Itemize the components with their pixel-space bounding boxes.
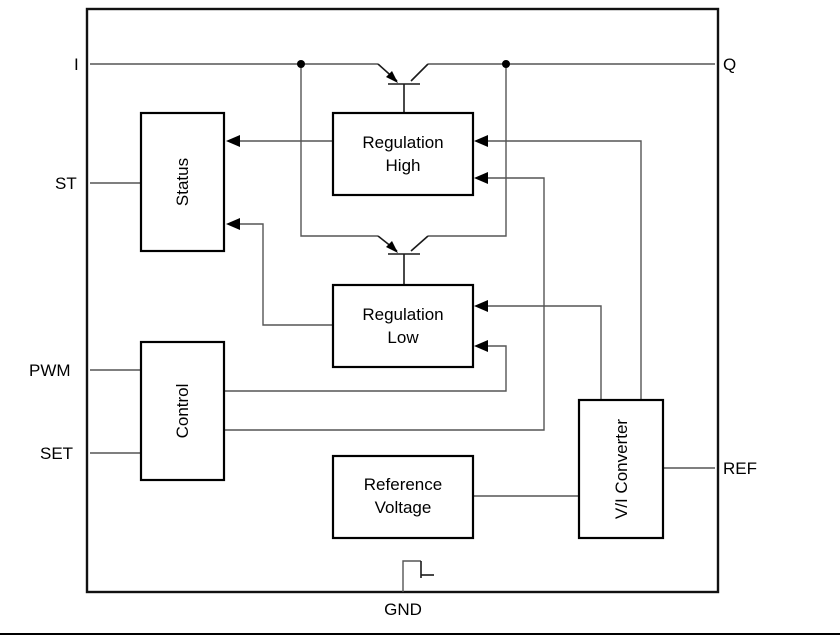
pin-i-label: I — [74, 55, 79, 74]
reference-voltage-label-line1: Reference — [364, 475, 442, 494]
vi-converter-block: V/I Converter — [577, 398, 665, 540]
regulation-low-block: Regulation Low — [331, 283, 475, 369]
control-label: Control — [173, 384, 192, 439]
regulation-high-block: Regulation High — [331, 111, 475, 197]
wires — [90, 63, 715, 592]
regulation-high-label-line1: Regulation — [362, 133, 443, 152]
pin-q-label: Q — [723, 55, 736, 74]
pin-st-label: ST — [55, 174, 77, 193]
regulation-high-label-line2: High — [386, 156, 421, 175]
junction-dot — [502, 60, 510, 68]
reference-voltage-label-line2: Voltage — [375, 498, 432, 517]
status-block: Status — [139, 111, 226, 253]
status-label: Status — [173, 158, 192, 206]
junction-dot — [297, 60, 305, 68]
transistor-low — [377, 235, 429, 255]
vi-converter-label: V/I Converter — [612, 419, 631, 519]
pin-ref-label: REF — [723, 459, 757, 478]
reference-voltage-block: Reference Voltage — [331, 454, 475, 540]
pin-gnd-label: GND — [384, 600, 422, 619]
control-block: Control — [139, 340, 226, 482]
regulation-low-label-line2: Low — [387, 328, 419, 347]
transistor-high — [377, 63, 429, 85]
pin-set-label: SET — [40, 444, 73, 463]
pin-pwm-label: PWM — [29, 361, 71, 380]
arrowheads — [226, 135, 488, 352]
regulation-low-label-line1: Regulation — [362, 305, 443, 324]
